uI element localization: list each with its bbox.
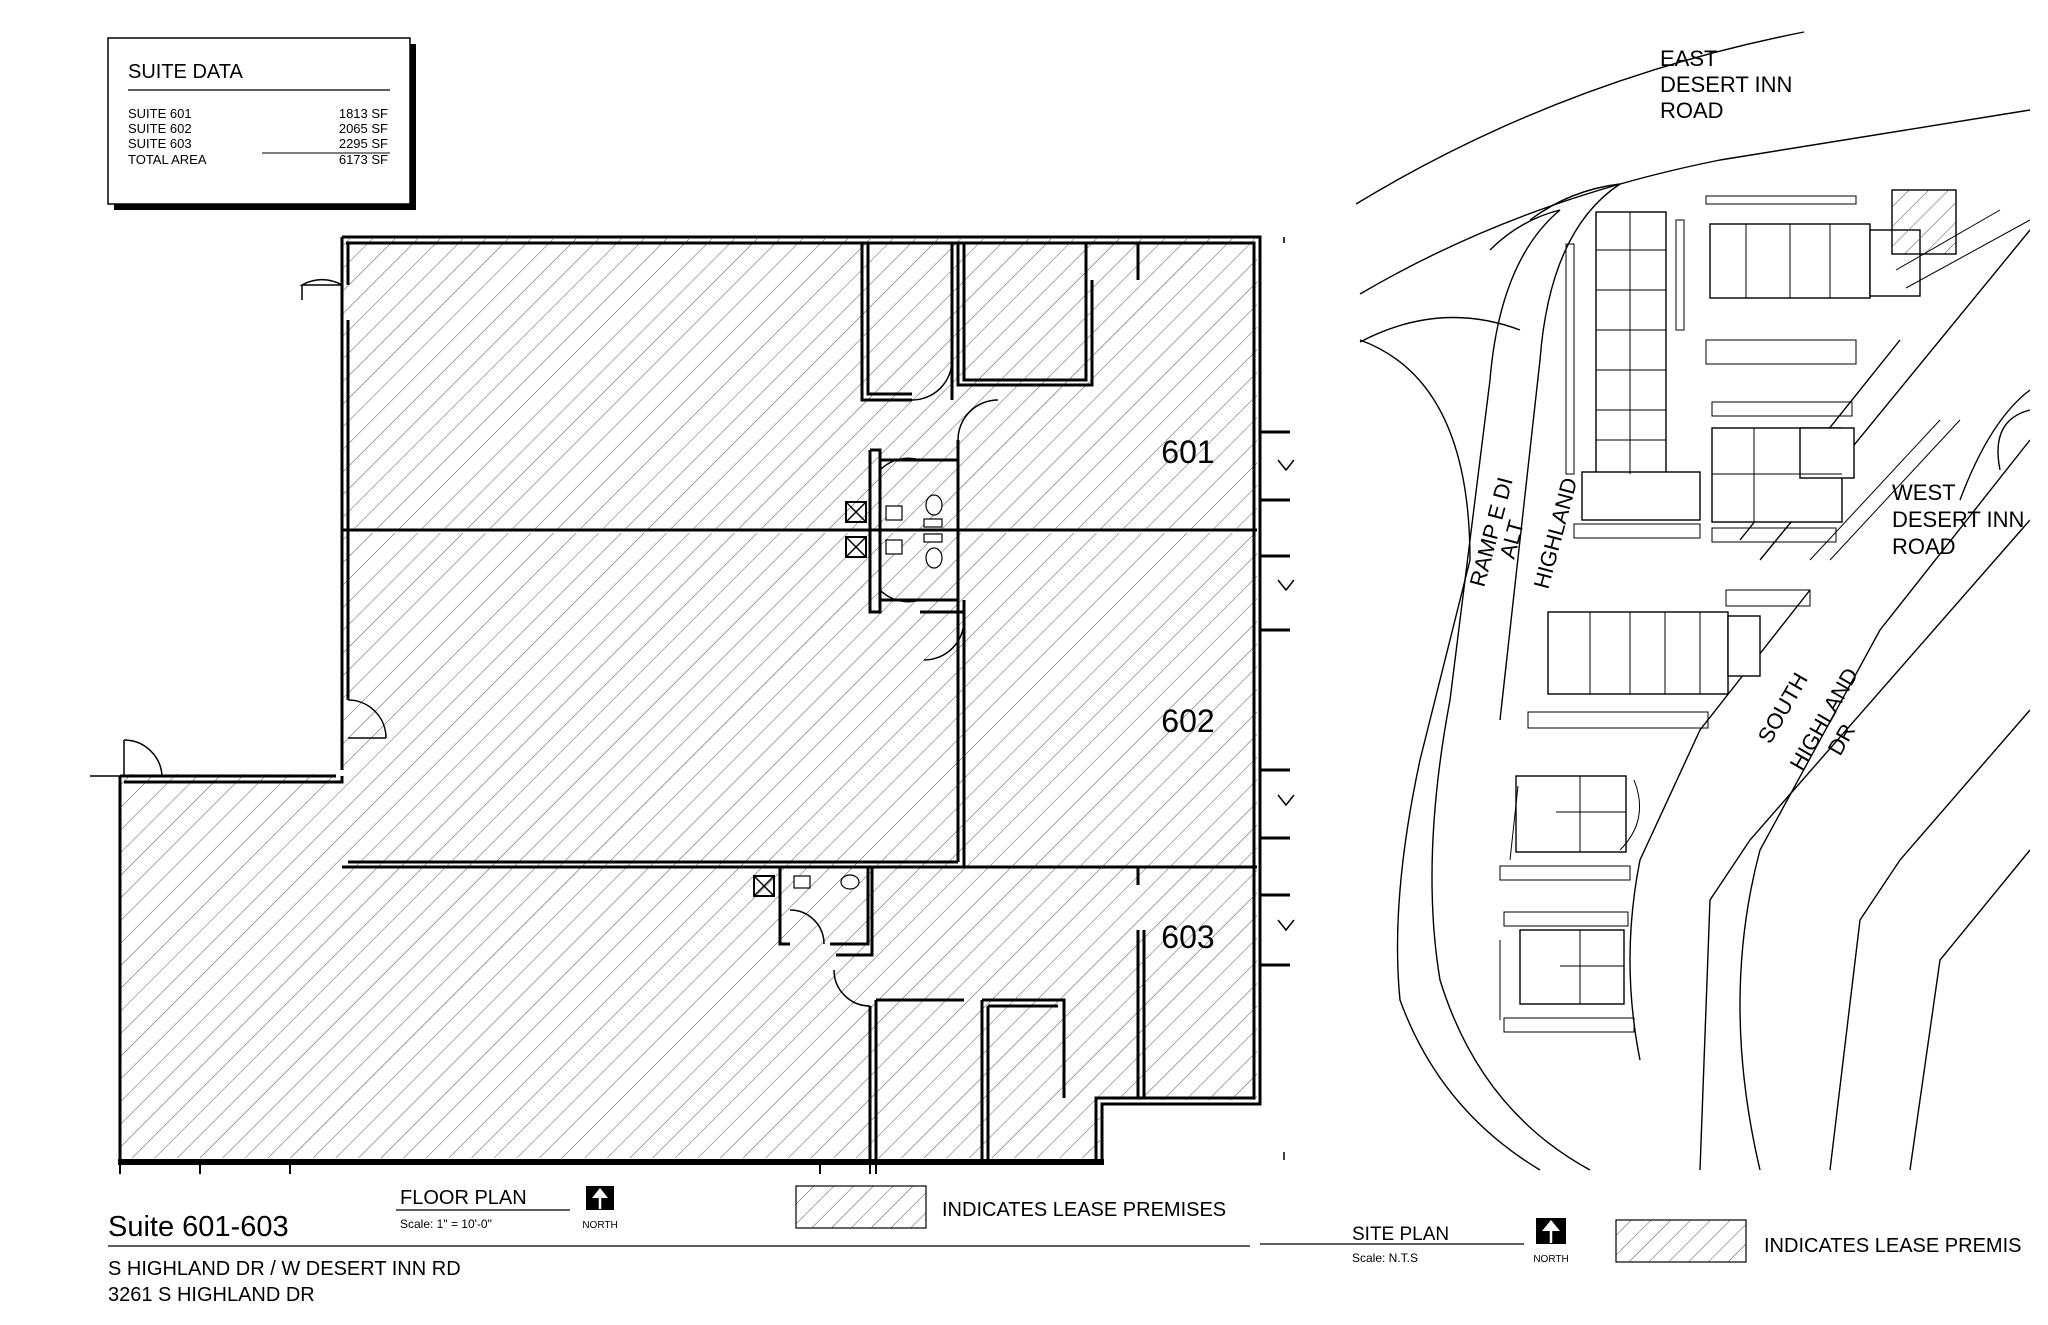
suite-602-area <box>342 533 1257 866</box>
building-partitions <box>1556 212 1842 1004</box>
entry-door-swings <box>1277 459 1295 932</box>
footer-title: Suite 601-603 <box>108 1211 289 1243</box>
lease-premises-legend: INDICATES LEASE PREMISES <box>795 1185 1226 1229</box>
site-north-label: NORTH <box>1533 1254 1568 1265</box>
total-area-label: TOTAL AREA <box>128 152 207 167</box>
suite-data-title: SUITE DATA <box>128 61 243 83</box>
suite-602-label: SUITE 602 <box>128 121 192 136</box>
floor-plan-title: FLOOR PLAN <box>400 1187 527 1209</box>
footer: Suite 601-603 S HIGHLAND DR / W DESERT I… <box>108 1211 1524 1306</box>
floor-plan-scale: Scale: 1" = 10'-0" <box>400 1217 492 1231</box>
site-plan-title: SITE PLAN <box>1352 1224 1449 1245</box>
north-arrow-icon <box>586 1186 614 1210</box>
suite-603-area: 2295 SF <box>339 136 388 151</box>
restroom-603 <box>753 874 860 897</box>
road-west-desert-inn-2: DESERT INN <box>1892 507 2024 532</box>
road-east-desert-inn-2: DESERT INN <box>1660 72 1792 97</box>
road-east-desert-inn-3: ROAD <box>1660 98 1724 123</box>
suite-601-area: 1813 SF <box>339 106 388 121</box>
site-legend-text: INDICATES LEASE PREMIS <box>1764 1235 2021 1257</box>
parking-rows <box>1499 195 2031 1033</box>
site-plan-scale: Scale: N.T.S <box>1352 1251 1418 1265</box>
plumbing-chase <box>845 501 867 558</box>
north-label: NORTH <box>582 1220 617 1231</box>
site-plan-title-block: SITE PLAN Scale: N.T.S NORTH INDICATES L… <box>1352 1218 2021 1265</box>
suite-601-label: SUITE 601 <box>128 106 192 121</box>
suite-601-label: 601 <box>1161 434 1214 470</box>
legend-text: INDICATES LEASE PREMISES <box>942 1199 1226 1221</box>
total-area-value: 6173 SF <box>339 152 388 167</box>
road-east-desert-inn-1: EAST <box>1660 46 1717 71</box>
suite-602-area: 2065 SF <box>339 121 388 136</box>
suite-601-area <box>342 239 1257 529</box>
suite-603-label: SUITE 603 <box>128 136 192 151</box>
restroom-fixtures <box>885 494 943 569</box>
suite-603-area <box>120 774 1257 1158</box>
road-west-desert-inn-3: ROAD <box>1892 534 1956 559</box>
footer-address-1: S HIGHLAND DR / W DESERT INN RD <box>108 1258 461 1280</box>
floor-plan: 601 602 603 <box>90 235 1295 1174</box>
footer-address-2: 3261 S HIGHLAND DR <box>108 1284 315 1306</box>
storefront-marks <box>1260 430 1290 967</box>
site-legend-swatch <box>1615 1219 1747 1263</box>
site-plan: EAST DESERT INN ROAD WEST DESERT INN ROA… <box>1355 31 2031 1171</box>
floor-plan-title-block: FLOOR PLAN Scale: 1" = 10'-0" NORTH <box>396 1186 618 1231</box>
buildings <box>1515 189 1957 1005</box>
suite-602-label: 602 <box>1161 703 1214 739</box>
page-edge <box>2030 0 2048 1325</box>
site-north-arrow-icon <box>1536 1218 1566 1244</box>
suite-603-label: 603 <box>1161 919 1214 955</box>
road-west-desert-inn-1: WEST <box>1892 480 1956 505</box>
suite-data-table: SUITE DATA SUITE 601 1813 SF SUITE 602 2… <box>107 37 416 210</box>
